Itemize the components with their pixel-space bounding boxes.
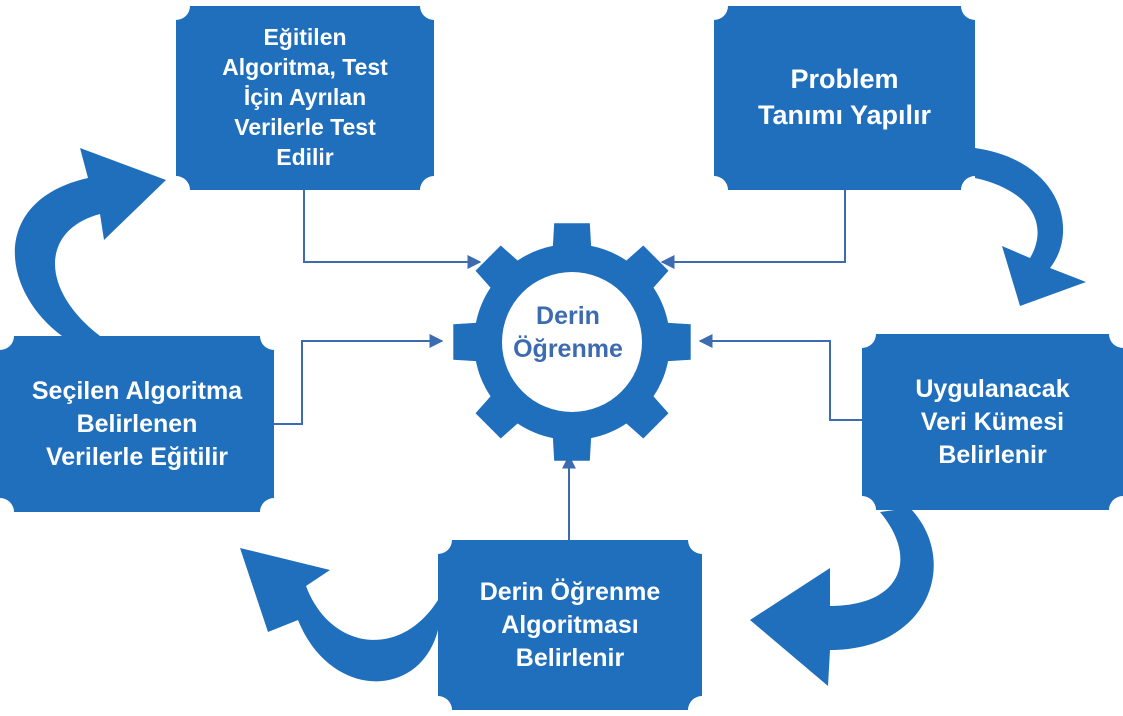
- center-label: Derin Öğrenme: [513, 302, 623, 363]
- step-problem-label: Problem Tanımı Yapılır: [757, 64, 932, 130]
- step-dataset-label: Uygulanacak Veri Kümesi Belirlenir: [915, 374, 1070, 469]
- gear-icon: [453, 223, 691, 461]
- step-dataset-box: Uygulanacak Veri Kümesi Belirlenir: [862, 334, 1123, 510]
- step-train-label: Seçilen Algoritma Belirlenen Verilerle E…: [31, 376, 243, 471]
- cycle-arrow-algorithm-to-train: [240, 548, 438, 682]
- step-problem-box: Problem Tanımı Yapılır: [714, 6, 975, 190]
- step-algorithm-label: Derin Öğrenme Algoritması Belirlenir: [479, 577, 661, 672]
- step-test-label: Eğitilen Algoritma, Test İçin Ayrılan Ve…: [222, 24, 388, 170]
- connector-problem-to-gear: [660, 190, 846, 269]
- connector-train-to-gear: [274, 334, 444, 425]
- connector-dataset-to-gear: [698, 334, 862, 421]
- connector-test-to-gear: [303, 190, 482, 269]
- step-algorithm-box: Derin Öğrenme Algoritması Belirlenir: [438, 540, 702, 710]
- cycle-arrow-train-to-test: [14, 148, 167, 336]
- step-test-box: Eğitilen Algoritma, Test İçin Ayrılan Ve…: [176, 6, 434, 190]
- cycle-arrow-problem-to-dataset: [975, 148, 1086, 306]
- step-train-box: Seçilen Algoritma Belirlenen Verilerle E…: [0, 336, 274, 512]
- cycle-arrow-dataset-to-algorithm: [750, 508, 934, 686]
